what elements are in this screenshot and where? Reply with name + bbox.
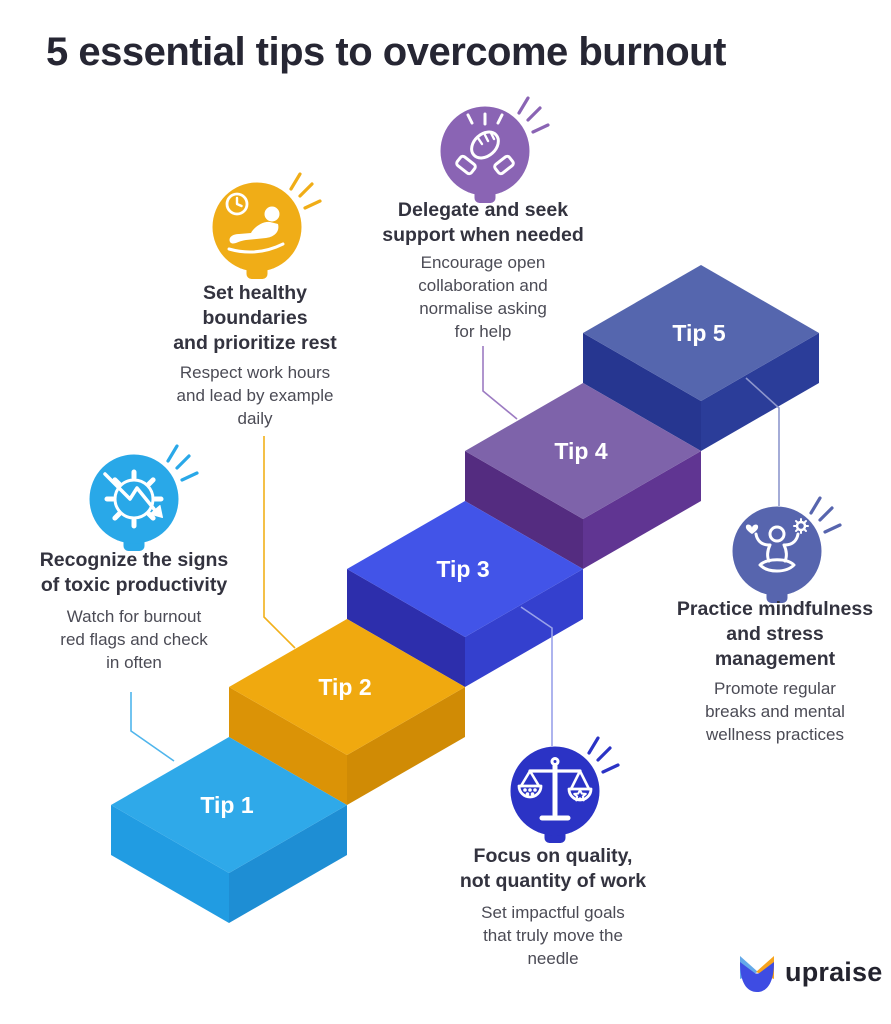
tip1-icon (89, 444, 199, 551)
step-tip5: Tip 5 (583, 265, 819, 451)
tip3-connector-line (520, 606, 553, 746)
tip5-icon (732, 496, 842, 603)
tip3-icon (510, 736, 620, 843)
tip3-heading: Focus on quality, not quantity of work (459, 845, 647, 892)
step-1-left-face (111, 805, 229, 923)
tip3-body: Set impactful goals that truly move the … (481, 903, 625, 968)
sparkle-lines-icon (289, 172, 322, 210)
tip2-icon (212, 172, 322, 279)
step-5-left-face (583, 333, 701, 451)
step-tip2: Tip 2 (229, 619, 465, 805)
tip1-heading: Recognize the signs of toxic productivit… (39, 549, 229, 596)
step-4-left-face (465, 451, 583, 569)
step-3-top-face (347, 501, 583, 637)
tip4-icon (440, 96, 550, 203)
icon-circle (89, 454, 179, 544)
step-3-label: Tip 3 (436, 556, 489, 582)
step-3-right-face (465, 569, 583, 687)
meditation-person-icon (745, 518, 809, 573)
icon-circle (440, 106, 530, 196)
step-2-label: Tip 2 (318, 674, 371, 700)
sparkle-lines-icon (517, 96, 550, 134)
sparkle-lines-icon (809, 496, 842, 534)
high-five-hands-icon (455, 112, 515, 176)
step-3-left-face (347, 569, 465, 687)
tip4-heading: Delegate and seek support when needed (382, 199, 584, 246)
step-2-right-face (347, 687, 465, 805)
tip1-connector-line (130, 692, 175, 762)
step-4-label: Tip 4 (554, 438, 607, 464)
tip4-connector-line (482, 346, 518, 420)
step-1-label: Tip 1 (200, 792, 253, 818)
step-5-label: Tip 5 (672, 320, 725, 346)
step-2-top-face (229, 619, 465, 755)
brand-logo: upraise (737, 951, 882, 993)
icon-circle (732, 506, 822, 596)
step-4-top-face (465, 383, 701, 519)
tip1-body: Watch for burnout red flags and check in… (60, 607, 208, 672)
step-5-top-face (583, 265, 819, 401)
step-tip3: Tip 3 (347, 501, 583, 687)
step-tip4: Tip 4 (465, 383, 701, 569)
sparkle-lines-icon (166, 444, 199, 482)
step-1-top-face (111, 737, 347, 873)
gear-decline-arrow-icon (103, 469, 164, 529)
step-tip1: Tip 1 (111, 737, 347, 923)
tip2-connector-line (263, 436, 296, 649)
sparkle-lines-icon (587, 736, 620, 774)
upraise-tulip-mark-icon (740, 956, 774, 992)
tip4-body: Encourage open collaboration and normali… (418, 253, 548, 341)
step-4-right-face (583, 451, 701, 569)
tip2-body: Respect work hours and lead by example d… (176, 363, 334, 428)
balance-scale-icon (517, 757, 593, 821)
step-1-right-face (229, 805, 347, 923)
tip5-body: Promote regular breaks and mental wellne… (705, 679, 845, 744)
tip5-heading: Practice mindfulness and stress manageme… (676, 598, 874, 670)
step-5-right-face (701, 333, 819, 451)
step-2-left-face (229, 687, 347, 805)
tip2-heading: Set healthy boundaries and prioritize re… (173, 282, 337, 354)
page-title: 5 essential tips to overcome burnout (46, 30, 726, 74)
tip5-connector-line (745, 377, 780, 506)
brand-name: upraise (785, 956, 883, 987)
logo-body (740, 962, 774, 992)
recliner-clock-rest-icon (225, 192, 285, 254)
